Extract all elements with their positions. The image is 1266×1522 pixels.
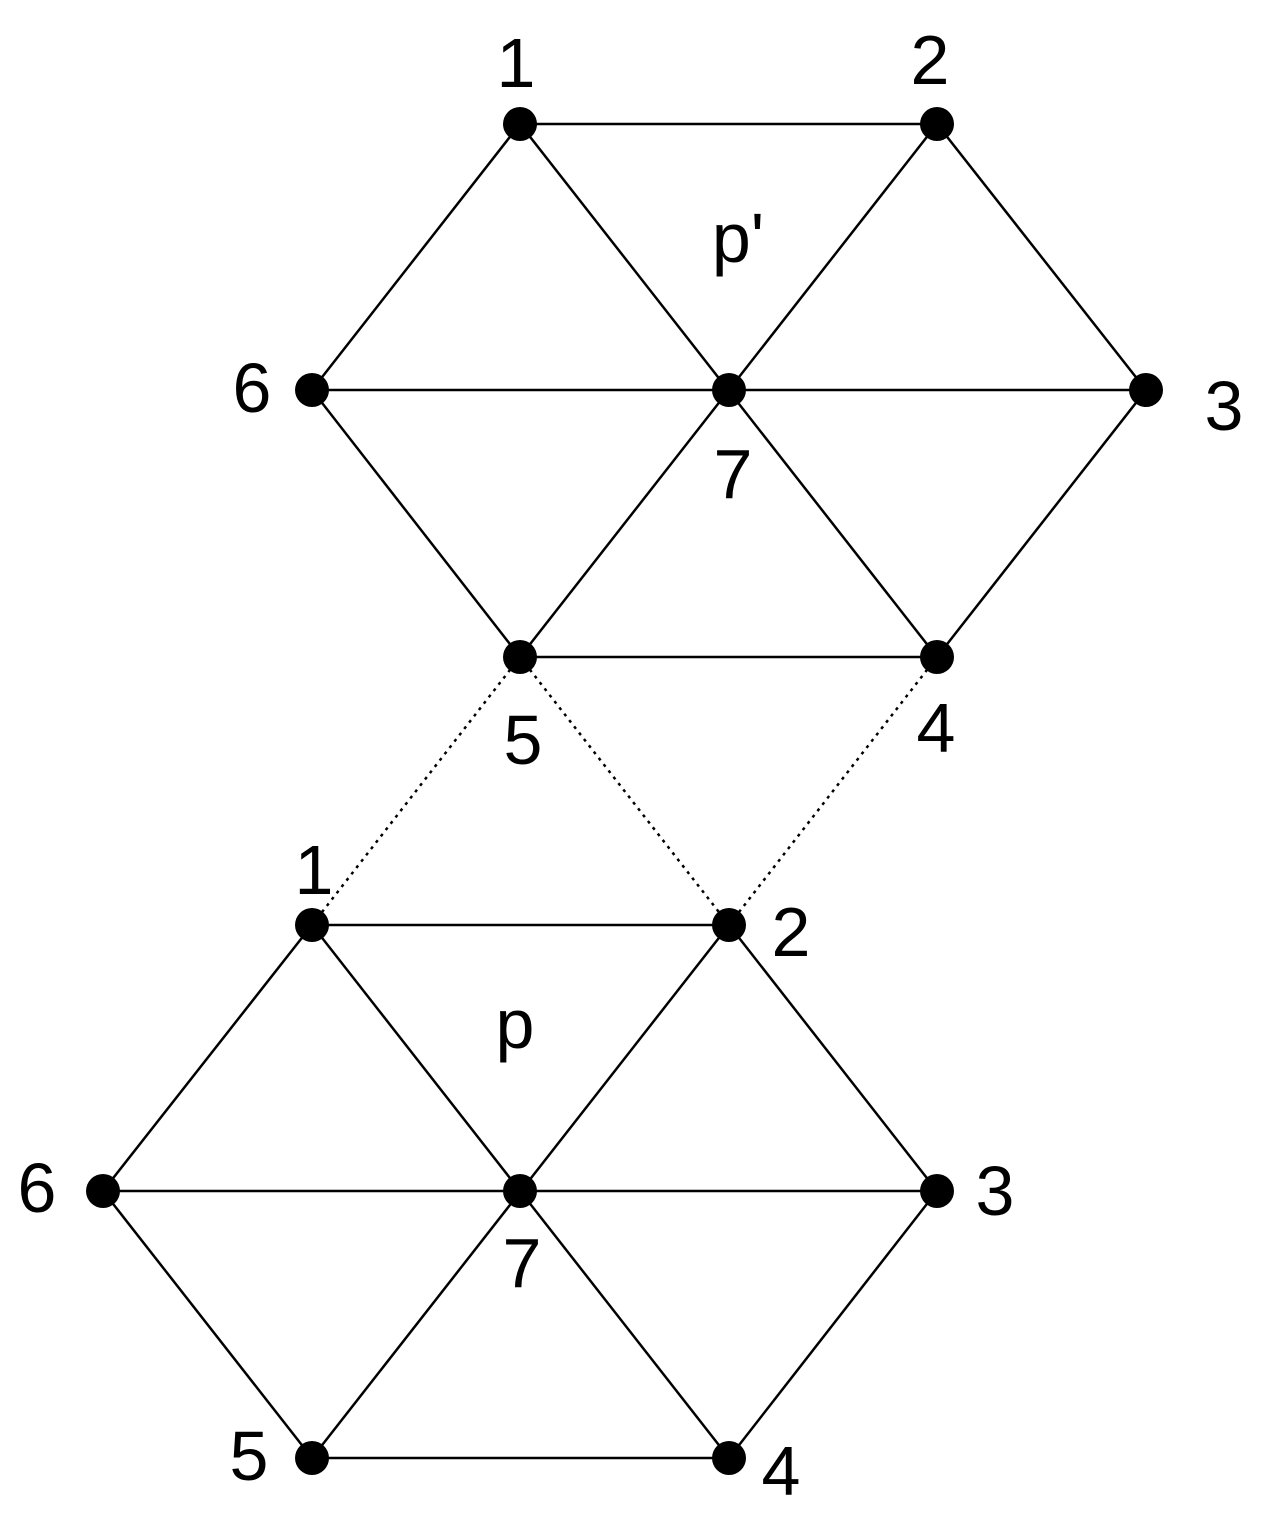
lower-node-7: [503, 1174, 537, 1208]
lower-node-3: [920, 1174, 954, 1208]
lower-node-5: [295, 1441, 329, 1475]
upper-vertex-label-7: 7: [714, 435, 753, 513]
upper-vertex-label-3: 3: [1205, 367, 1244, 445]
lower-edge-3-4: [728, 1190, 938, 1459]
upper-node-6: [295, 373, 329, 407]
upper-vertex-label-5: 5: [504, 701, 543, 779]
lower-node-2: [712, 908, 746, 942]
lower-vertex-label-5: 5: [230, 1417, 269, 1495]
lower-vertex-label-6: 6: [18, 1149, 57, 1227]
lower-vertex-label-3: 3: [976, 1152, 1015, 1230]
lower-edge-6-1: [102, 924, 313, 1192]
dotted-edge-upper5-lower2: [519, 656, 730, 926]
upper-center-label: p': [712, 199, 764, 277]
lower-hexagon-labels: 1 2 3 4 5 6 7 p: [18, 831, 1015, 1510]
upper-edge-3-4: [936, 389, 1147, 658]
lower-vertex-label-4: 4: [762, 1432, 801, 1510]
dotted-edge-upper4-lower2: [728, 656, 938, 926]
lower-hexagon-nodes: [86, 908, 954, 1475]
upper-node-7: [712, 373, 746, 407]
dotted-edge-upper5-lower1: [311, 656, 521, 926]
lower-edge-5-6: [102, 1190, 313, 1459]
upper-node-1: [503, 107, 537, 141]
lower-vertex-label-2: 2: [772, 893, 811, 971]
lower-node-4: [712, 1441, 746, 1475]
upper-vertex-label-1: 1: [497, 24, 536, 102]
upper-vertex-label-4: 4: [917, 689, 956, 767]
upper-hexagon-nodes: [295, 107, 1163, 674]
lower-edge-2-3: [728, 924, 938, 1192]
lower-node-1: [295, 908, 329, 942]
lower-vertex-label-1: 1: [295, 831, 334, 909]
lower-center-label: p: [496, 985, 535, 1063]
lower-vertex-label-7: 7: [503, 1224, 542, 1302]
upper-node-2: [920, 107, 954, 141]
upper-edge-5-6: [311, 389, 521, 658]
upper-node-3: [1129, 373, 1163, 407]
lower-node-6: [86, 1174, 120, 1208]
upper-hexagon-labels: 1 2 3 4 5 6 7 p': [233, 21, 1244, 779]
upper-edge-2-3: [936, 123, 1147, 391]
upper-edge-6-1: [311, 123, 521, 391]
upper-node-5: [503, 640, 537, 674]
upper-vertex-label-2: 2: [911, 21, 950, 99]
upper-node-4: [920, 640, 954, 674]
connector-edges: [311, 656, 938, 926]
upper-vertex-label-6: 6: [233, 349, 272, 427]
